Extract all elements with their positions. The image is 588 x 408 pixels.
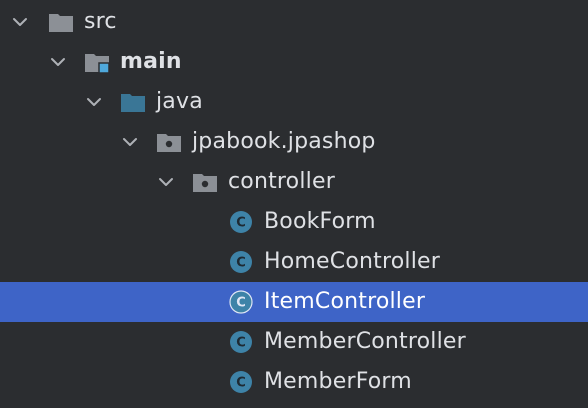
chevron-down-icon[interactable] [156,172,176,192]
chevron-down-icon[interactable] [84,92,104,112]
folder-icon [49,14,73,32]
svg-text:C: C [236,216,246,231]
tree-item-label: src [84,9,117,34]
tree-item-homecontroller[interactable]: C HomeController [0,242,588,282]
tree-item-jpabook-jpashop[interactable]: jpabook.jpashop [0,122,588,162]
tree-item-main[interactable]: main [0,42,588,82]
tree-item-itemcontroller[interactable]: C ItemController [0,282,588,322]
chevron-down-icon[interactable] [120,132,140,152]
tree-item-label: HomeController [264,249,440,274]
source-root-folder-icon [85,54,110,74]
tree-item-label: controller [228,169,335,194]
svg-text:C: C [236,296,246,311]
chevron-down-icon[interactable] [10,12,30,32]
tree-item-label: jpabook.jpashop [192,129,376,154]
svg-text:C: C [236,336,246,351]
chevron-down-icon[interactable] [48,52,68,72]
tree-item-label: java [156,89,203,114]
tree-item-src[interactable]: src [0,2,588,42]
package-icon [193,174,217,192]
svg-text:C: C [236,256,246,271]
tree-item-label: MemberForm [264,369,412,394]
tree-item-label: MemberController [264,329,466,354]
tree-item-membercontroller[interactable]: C MemberController [0,322,588,362]
class-icon: C [230,251,252,273]
class-icon: C [229,290,253,314]
svg-text:C: C [236,376,246,391]
tree-item-label: ItemController [264,289,426,314]
java-source-folder-icon [121,94,145,112]
class-icon: C [230,211,252,233]
tree-item-bookform[interactable]: C BookForm [0,202,588,242]
tree-item-java[interactable]: java [0,82,588,122]
tree-item-controller[interactable]: controller [0,162,588,202]
class-icon: C [230,331,252,353]
tree-item-label: BookForm [264,209,376,234]
package-icon [157,134,181,152]
tree-item-memberform[interactable]: C MemberForm [0,362,588,402]
class-icon: C [230,371,252,393]
tree-item-label: main [120,49,182,74]
